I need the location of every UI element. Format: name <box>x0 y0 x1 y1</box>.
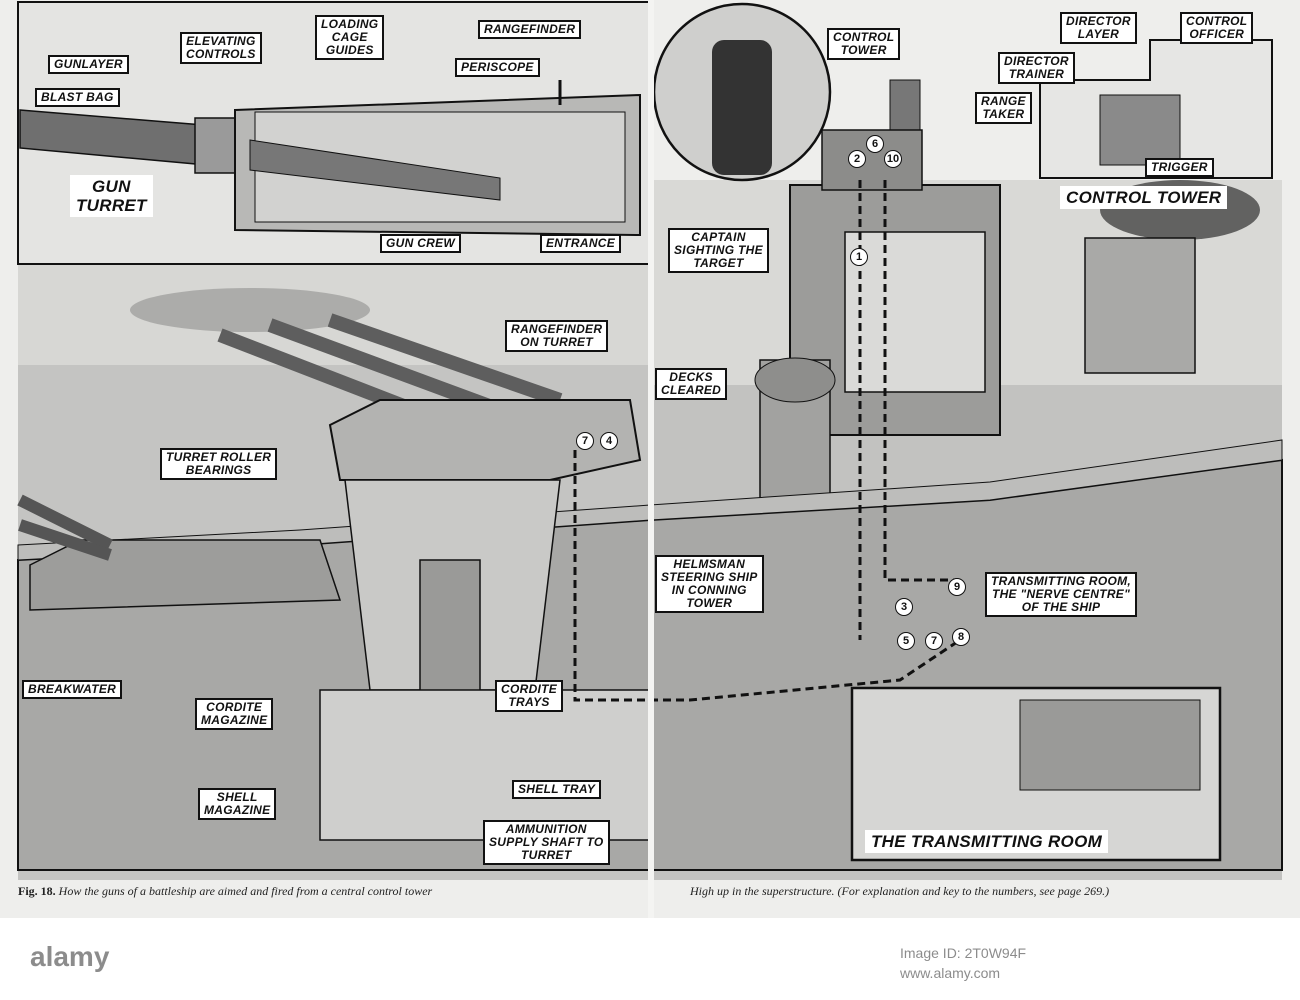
label-cordite-magazine: CORDITE MAGAZINE <box>195 698 274 730</box>
forward-gun-1 <box>17 494 113 551</box>
label-transmitting-room: TRANSMITTING ROOM, THE "NERVE CENTRE" OF… <box>985 572 1138 617</box>
label-elevating-controls: ELEVATING CONTROLS <box>180 32 262 64</box>
label-range-taker: RANGE TAKER <box>975 92 1032 124</box>
caption-left-fig: Fig. 18. <box>18 884 56 898</box>
marker-8: 8 <box>952 628 970 646</box>
label-shell-tray: SHELL TRAY <box>512 780 602 799</box>
transmitting-room-console <box>1019 699 1201 791</box>
marker-9: 9 <box>948 578 966 596</box>
main-gun-2 <box>267 318 503 417</box>
breech-top <box>249 139 501 201</box>
label-trigger: TRIGGER <box>1145 158 1214 177</box>
svg-text:Image ID: 2T0W94F: Image ID: 2T0W94F <box>900 945 1026 961</box>
director-equipment <box>1099 94 1181 166</box>
caption-right: High up in the superstructure. (For expl… <box>690 884 1110 898</box>
caption-left: Fig. 18. How the guns of a battleship ar… <box>18 884 432 899</box>
caption-left-text: How the guns of a battleship are aimed a… <box>58 884 433 898</box>
gun-smoke-left <box>130 288 370 332</box>
forward-turret <box>29 539 342 611</box>
label-shell-magazine: SHELL MAGAZINE <box>198 788 277 820</box>
label-periscope: PERISCOPE <box>455 58 540 77</box>
label-captain-sighting: CAPTAIN SIGHTING THE TARGET <box>668 228 769 273</box>
label-director-trainer: DIRECTOR TRAINER <box>998 52 1075 84</box>
label-director-layer: DIRECTOR LAYER <box>1060 12 1137 44</box>
label-blast-bag: BLAST BAG <box>35 88 120 107</box>
label-control-tower-top: CONTROL TOWER <box>827 28 901 60</box>
book-spine <box>648 0 654 918</box>
illustration-scan: GUNLAYER BLAST BAG ELEVATING CONTROLS LO… <box>0 0 1300 918</box>
label-ammunition-shaft: AMMUNITION SUPPLY SHAFT TO TURRET <box>483 820 610 865</box>
label-rangefinder: RANGEFINDER <box>478 20 582 39</box>
marker-6: 6 <box>866 135 884 153</box>
label-control-tower-inset: CONTROL TOWER <box>1060 186 1228 209</box>
signal-path-tower-2 <box>883 180 960 582</box>
marker-7-turret: 7 <box>576 432 594 450</box>
label-breakwater: BREAKWATER <box>22 680 123 699</box>
label-gun-crew: GUN CREW <box>380 234 462 253</box>
svg-text:alamy: alamy <box>30 941 110 972</box>
marker-10: 10 <box>884 150 902 168</box>
marker-7-tower: 7 <box>925 632 943 650</box>
label-transmitting-room-inset: THE TRANSMITTING ROOM <box>865 830 1109 853</box>
label-helmsman: HELMSMAN STEERING SHIP IN CONNING TOWER <box>655 555 764 613</box>
label-decks-cleared: DECKS CLEARED <box>655 368 728 400</box>
captain-figure <box>712 40 772 175</box>
marker-5: 5 <box>897 632 915 650</box>
superstructure-cutaway <box>844 231 986 393</box>
signal-path-turret <box>573 450 961 702</box>
blast-bag-shape <box>194 117 241 174</box>
label-gunlayer: GUNLAYER <box>48 55 129 74</box>
label-gun-turret: GUN TURRET <box>70 175 153 217</box>
bottom-strip <box>0 918 1300 1000</box>
magazine-cutaway <box>319 689 651 841</box>
label-control-officer: CONTROL OFFICER <box>1180 12 1254 44</box>
label-cordite-trays: CORDITE TRAYS <box>495 680 564 712</box>
conning-tower-top <box>754 357 836 403</box>
label-loading-cage-guides: LOADING CAGE GUIDES <box>315 15 385 60</box>
label-rangefinder-on-turret: RANGEFINDER ON TURRET <box>505 320 609 352</box>
marker-1: 1 <box>850 248 868 266</box>
funnel <box>1084 237 1196 374</box>
marker-4: 4 <box>600 432 618 450</box>
label-entrance: ENTRANCE <box>540 234 622 253</box>
watermark-strip: alamy Image ID: 2T0W94F www.alamy.com <box>30 941 1026 981</box>
svg-text:www.alamy.com: www.alamy.com <box>899 965 1000 981</box>
main-gun-3 <box>327 313 563 407</box>
main-turret-house <box>328 399 642 481</box>
label-turret-roller-bearings: TURRET ROLLER BEARINGS <box>160 448 278 480</box>
forward-gun-2 <box>18 519 112 561</box>
marker-3: 3 <box>895 598 913 616</box>
marker-2: 2 <box>848 150 866 168</box>
